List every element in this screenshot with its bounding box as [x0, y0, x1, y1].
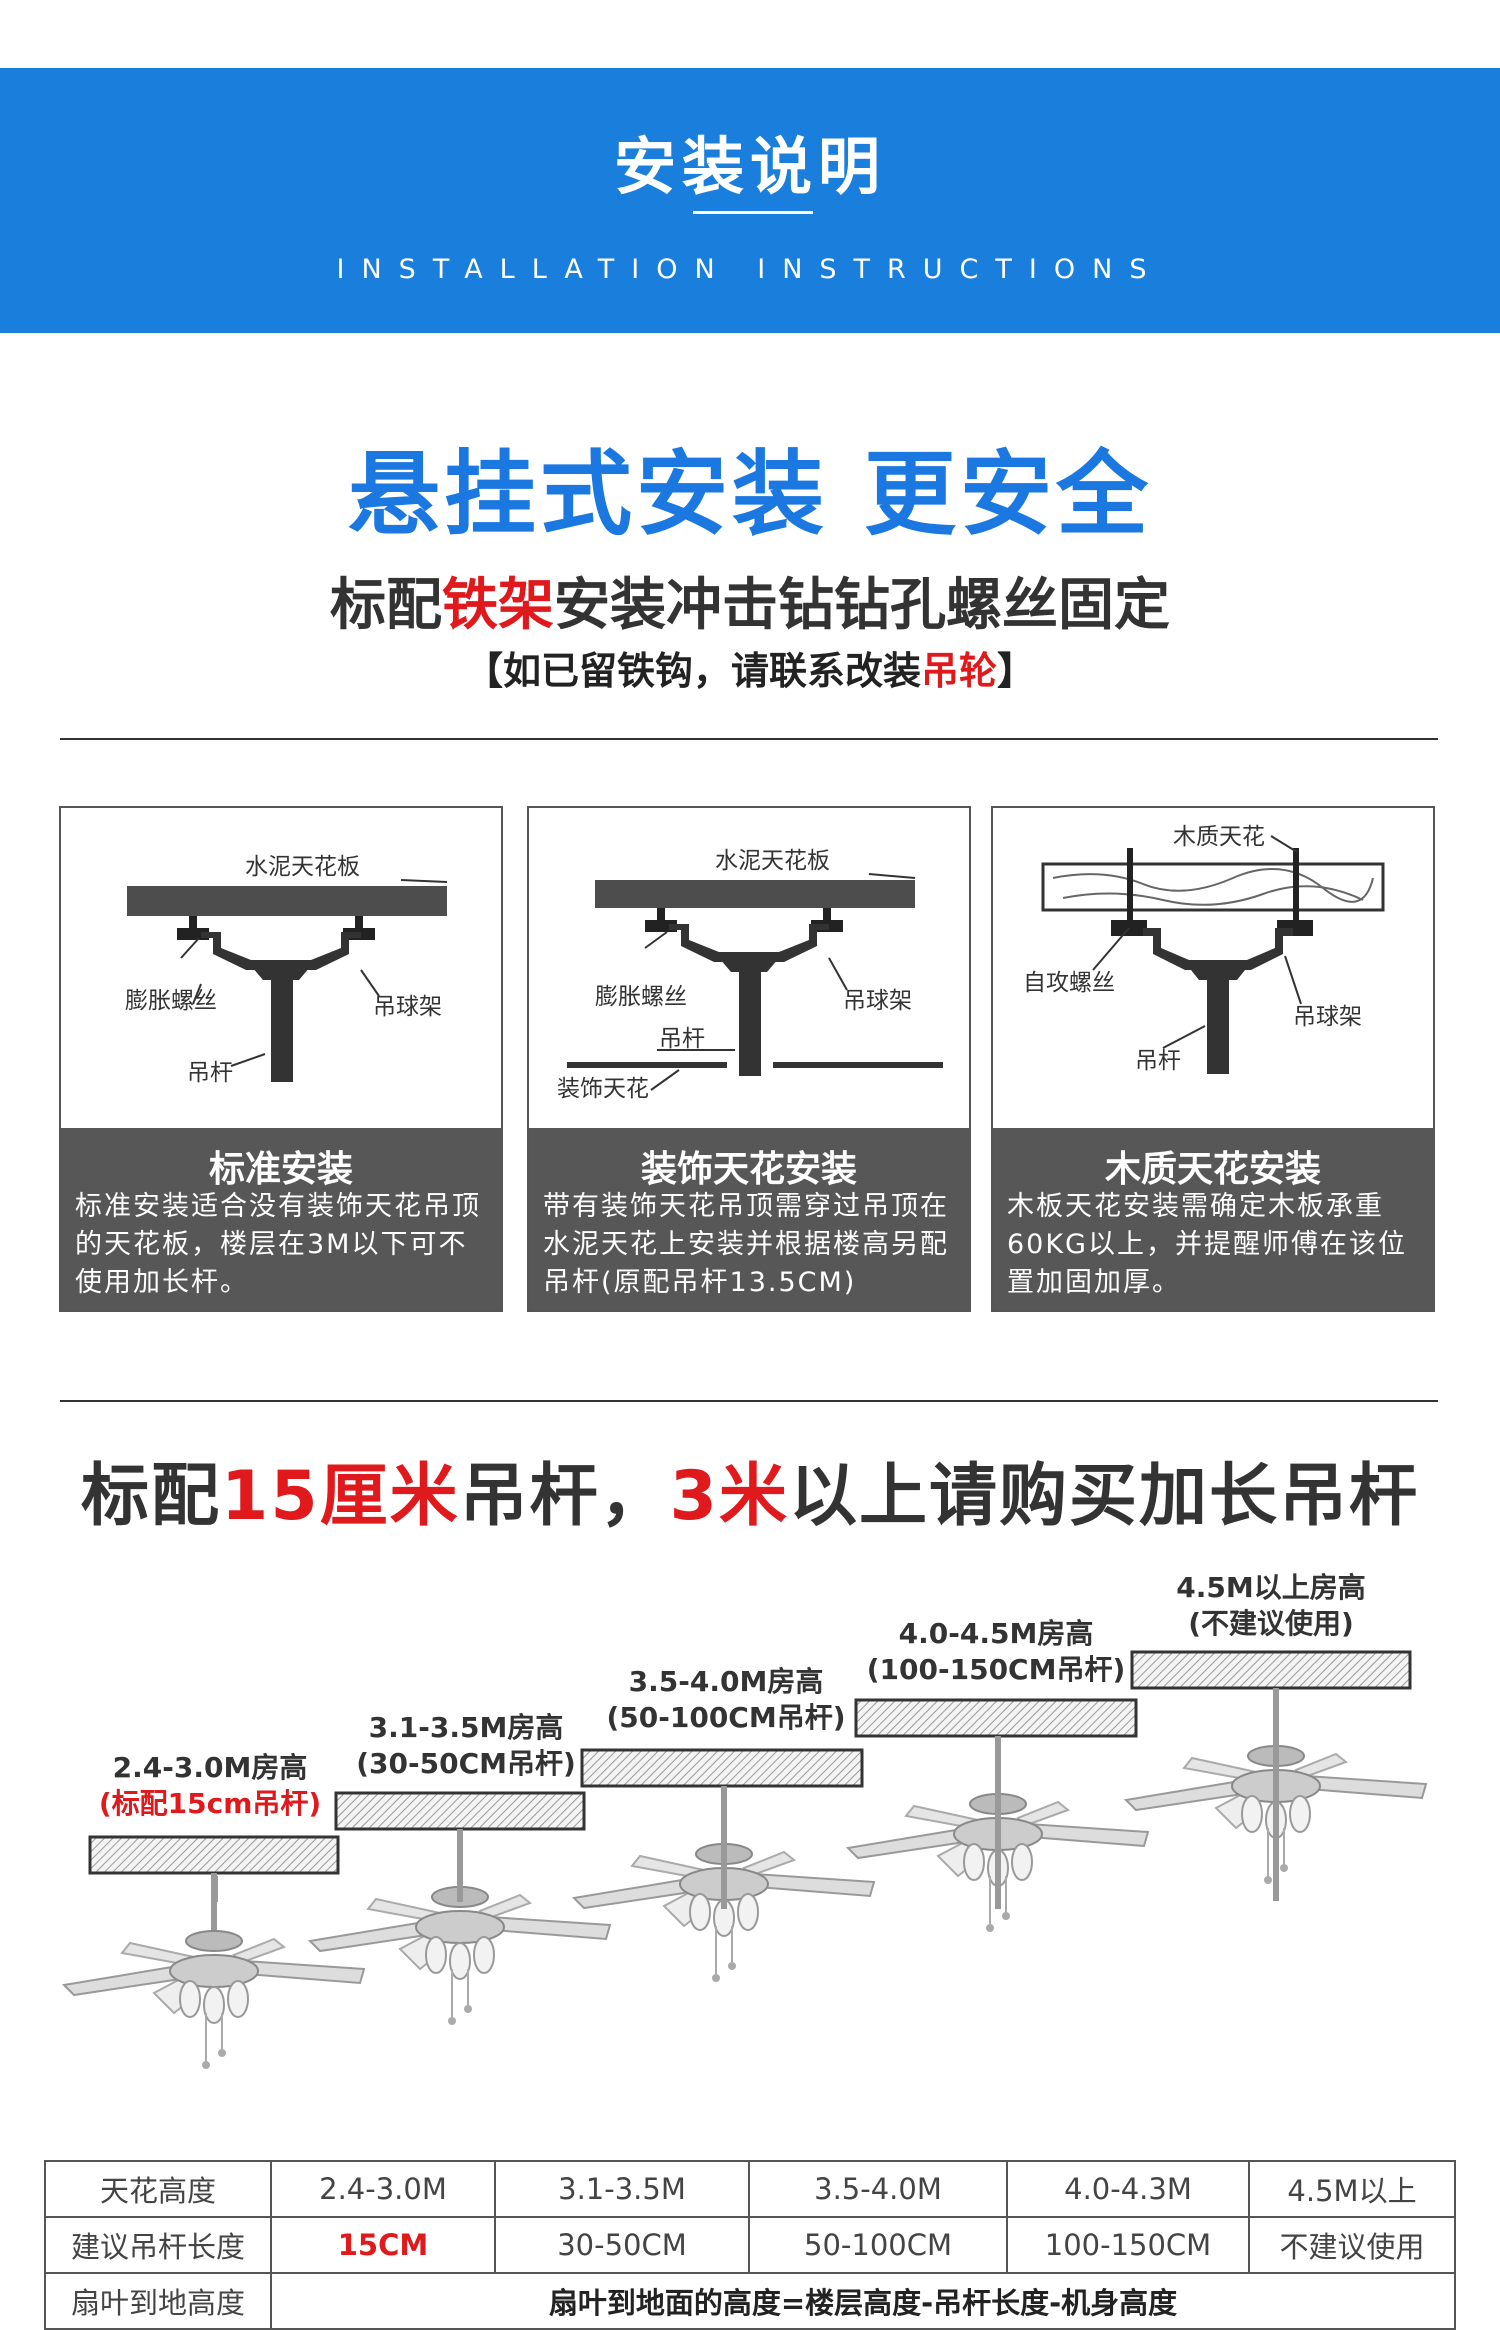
- label-ceiling: 水泥天花板: [715, 848, 830, 874]
- divider-middle: [60, 1400, 1438, 1402]
- sub-headline: 标配铁架安装冲击钻钻孔螺丝固定: [330, 573, 1170, 638]
- step-label-3: 3.5-4.0M房高(50-100CM吊杆): [606, 1665, 846, 1734]
- banner-title: 安装说明: [613, 130, 886, 203]
- table-row: 建议吊杆长度 15CM 30-50CM 50-100CM 100-150CM 不…: [44, 2216, 1456, 2274]
- table-row: 天花高度 2.4-3.0M 3.1-3.5M 3.5-4.0M 4.0-4.3M…: [44, 2160, 1456, 2218]
- card-decorative-ceiling-install: 水泥天花板 膨胀螺丝 吊球架 吊杆 装饰天花 装饰天花安装 带有装饰天花吊顶需穿…: [527, 806, 971, 1312]
- label-screw: 膨胀螺丝: [595, 984, 687, 1010]
- card-title: 标准安装: [208, 1149, 353, 1190]
- divider-top: [60, 738, 1438, 740]
- label-rod: 吊杆: [187, 1060, 233, 1086]
- wood-install-diagram: 木质天花 自攻螺丝 吊球架 吊杆: [1023, 824, 1385, 1074]
- label-rod: 吊杆: [1135, 1048, 1181, 1074]
- label-bracket: 吊球架: [1293, 1004, 1362, 1030]
- card-title: 木质天花安装: [1104, 1149, 1321, 1190]
- card-standard-install: 水泥天花板 膨胀螺丝 吊球架 吊杆 标准安装 标准安装适合没有装饰天花吊顶的天花…: [59, 806, 503, 1312]
- banner-divider: [693, 211, 813, 214]
- label-bracket: 吊球架: [373, 994, 442, 1020]
- label-ceiling: 水泥天花板: [245, 854, 360, 880]
- label-bracket: 吊球架: [843, 988, 912, 1014]
- card-description: 标准安装适合没有装饰天花吊顶的天花板，楼层在3M以下可不使用加长杆。: [75, 1191, 481, 1298]
- step-label-5: 4.5M以上房高(不建议使用): [1176, 1571, 1366, 1640]
- card-wood-ceiling-install: 木质天花 自攻螺丝 吊球架 吊杆 木质天花安装 木板天花安装需确定木板承重60K…: [991, 806, 1435, 1312]
- card-caption: 木质天花安装 木板天花安装需确定木板承重60KG以上，并提醒师傅在该位置加固加厚…: [993, 1128, 1433, 1310]
- card-description: 木板天花安装需确定木板承重60KG以上，并提醒师傅在该位置加固加厚。: [1007, 1191, 1407, 1298]
- card-caption: 装饰天花安装 带有装饰天花吊顶需穿过吊顶在水泥天花上安装并根据楼高另配吊杆(原配…: [529, 1128, 969, 1310]
- card-title: 装饰天花安装: [640, 1149, 857, 1190]
- step-label-2: 3.1-3.5M房高(30-50CM吊杆): [356, 1711, 576, 1780]
- banner-subtitle: INSTALLATION INSTRUCTIONS: [336, 254, 1164, 285]
- main-headline: 悬挂式安装 更安全: [347, 441, 1153, 548]
- header-banner: 安装说明 INSTALLATION INSTRUCTIONS: [0, 68, 1500, 333]
- card-caption: 标准安装 标准安装适合没有装饰天花吊顶的天花板，楼层在3M以下可不使用加长杆。: [61, 1128, 501, 1310]
- spec-table: 天花高度 2.4-3.0M 3.1-3.5M 3.5-4.0M 4.0-4.3M…: [44, 2160, 1456, 2330]
- decorative-install-diagram: 水泥天花板 膨胀螺丝 吊球架 吊杆 装饰天花: [557, 848, 943, 1102]
- standard-install-diagram: 水泥天花板 膨胀螺丝 吊球架 吊杆: [125, 854, 448, 1086]
- label-screw: 膨胀螺丝: [125, 988, 217, 1014]
- label-ceiling: 木质天花: [1173, 824, 1265, 850]
- card-description: 带有装饰天花吊顶需穿过吊顶在水泥天花上安装并根据楼高另配吊杆(原配吊杆13.5C…: [543, 1191, 949, 1298]
- label-deco-ceiling: 装饰天花: [557, 1076, 649, 1102]
- step-label-1: 2.4-3.0M房高(标配15cm吊杆): [98, 1751, 322, 1820]
- rod-headline: 标配15厘米吊杆，3米以上请购买加长吊杆: [80, 1457, 1419, 1536]
- step-label-4: 4.0-4.5M房高(100-150CM吊杆): [866, 1617, 1126, 1686]
- label-rod: 吊杆: [659, 1026, 705, 1052]
- hook-note: 【如已留铁钩，请联系改装吊轮】: [464, 649, 1036, 693]
- table-row: 扇叶到地高度 扇叶到地面的高度=楼层高度-吊杆长度-机身高度: [44, 2272, 1456, 2330]
- ceiling-height-steps: [63, 1650, 1427, 2070]
- label-screw: 自攻螺丝: [1023, 970, 1115, 996]
